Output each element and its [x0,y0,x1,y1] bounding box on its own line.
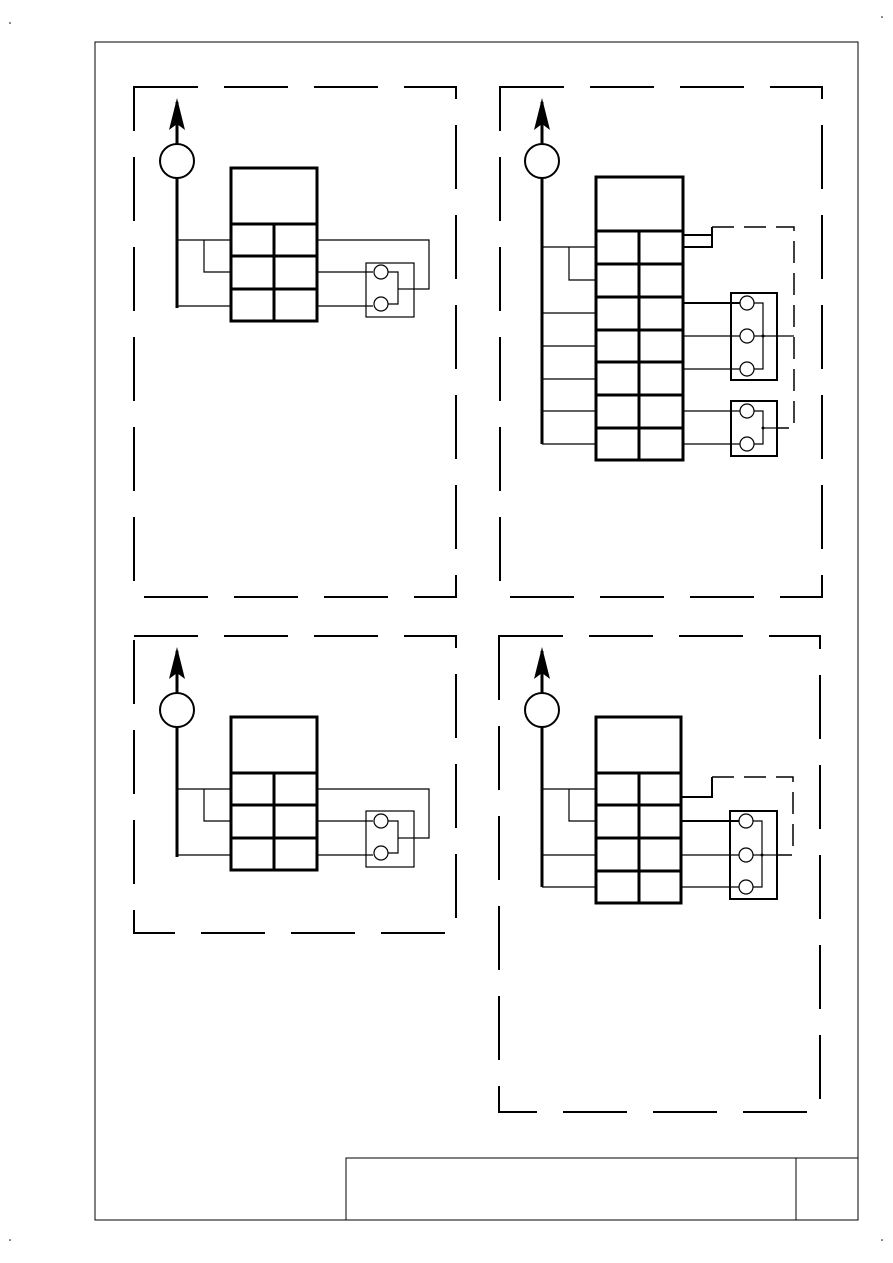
contact-icon [739,328,755,344]
contact-icon [738,879,754,895]
contact-icon [739,403,755,419]
circle-symbol [159,143,195,179]
connector-block [594,175,685,462]
contact-icon [373,264,389,280]
connector-block [594,715,683,905]
contact-icon [739,436,755,452]
contact-icon [738,813,754,829]
switch-block [730,292,794,381]
connector-block [229,715,319,872]
panel-boundary [133,635,457,934]
contact-icon [738,847,754,863]
panel-boundary [499,86,823,598]
title-block [345,1157,859,1221]
arrow-icon [169,647,185,694]
circle-symbol [524,692,560,728]
panel-boundary [133,86,457,598]
arrow-icon [534,98,550,145]
contact-icon [373,813,389,829]
arrow-icon [534,647,550,694]
contact-icon [373,845,389,861]
switch-block [365,810,415,868]
panel-boundary [498,635,821,1113]
contact-icon [373,296,389,312]
switch-block [365,262,415,318]
circle-symbol [159,692,195,728]
panel-top-left [133,86,457,598]
panel-bottom-right [498,635,821,1113]
corner-marks [9,16,883,1241]
panel-top-right [499,86,823,598]
switch-block [730,400,778,457]
panel-bottom-left [133,635,457,934]
contact-icon [739,295,755,311]
sheet-frame [94,41,859,1221]
circle-symbol [524,143,560,179]
arrow-icon [169,98,185,145]
contact-icon [739,361,755,377]
connector-block [229,166,319,323]
